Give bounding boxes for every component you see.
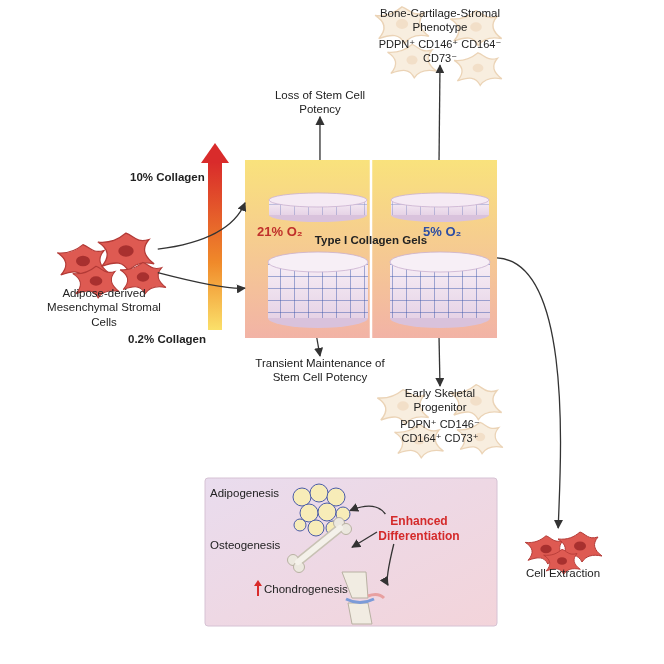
scale-label: 10% Collagen <box>130 171 204 185</box>
node-label: Chondrogenesis <box>264 582 388 596</box>
flow-arrow <box>438 338 440 386</box>
node-label: Transient Maintenance of Stem Cell Poten… <box>248 356 392 385</box>
knee-joint-icon <box>346 599 374 603</box>
collagen-gel <box>269 193 367 207</box>
knee-joint-icon <box>368 594 384 598</box>
collagen-gel <box>268 193 490 328</box>
gel-panel <box>245 160 497 338</box>
flow-arrow <box>497 258 561 528</box>
node-label: Adipogenesis <box>210 486 350 500</box>
adipocyte-icon <box>294 519 306 531</box>
increase-arrow-head <box>254 580 262 586</box>
outcome-text: Loss of Stem Cell Potency <box>262 88 378 117</box>
node-label: 21% O₂ <box>257 224 303 240</box>
collagen-scale-arrow <box>201 143 229 330</box>
differentiation-hub: Enhanced Differentiation <box>377 514 461 544</box>
adipocyte-icon <box>308 520 324 536</box>
scale-label: 0.2% Collagen <box>120 333 206 347</box>
panel-title: Type I Collagen Gels <box>311 234 431 248</box>
gel-panel <box>370 160 373 338</box>
extraction-step: Cell Extraction <box>515 528 611 586</box>
collagen-scale-arrow <box>208 162 222 330</box>
node-label: Early Skeletal Progenitor <box>380 386 500 415</box>
node-label: Enhanced Differentiation <box>377 514 461 544</box>
node-label: Cell Extraction <box>515 566 611 580</box>
marker-list: PDPN⁺ CD146⁻ CD164⁺ CD73⁺ <box>380 418 500 446</box>
flow-arrow <box>350 506 385 514</box>
differentiation-panel <box>205 478 497 626</box>
collagen-gel <box>391 193 489 207</box>
phenotype-cells <box>454 53 502 85</box>
flow-arrow <box>352 532 377 547</box>
bone-icon <box>298 528 340 562</box>
node-label: Bone-Cartilage-Stromal Phenotype <box>376 6 504 35</box>
lineage: Adipogenesis <box>210 482 350 534</box>
knee-joint-icon <box>348 603 372 624</box>
lineage: Osteogenesis <box>210 522 352 568</box>
phenotype-text: Bone-Cartilage-Stromal PhenotypePDPN⁺ CD… <box>376 6 504 65</box>
node-label: Osteogenesis <box>210 538 352 552</box>
flow-arrow <box>317 338 320 356</box>
source-cells: Adipose-derived Mesenchymal Stromal Cell… <box>40 228 168 334</box>
gel-condition: 21% O₂ <box>245 160 371 338</box>
phenotype-text: Early Skeletal ProgenitorPDPN⁺ CD146⁻ CD… <box>380 386 500 445</box>
differentiation-panel <box>205 478 497 626</box>
collagen-gel <box>390 252 490 272</box>
collagen-gel <box>268 252 368 272</box>
flow-arrow <box>319 117 320 160</box>
collagen-scale-arrow <box>201 143 229 163</box>
knee-joint-icon <box>342 572 384 624</box>
marker-list: PDPN⁺ CD146⁺ CD164⁻ CD73⁻ <box>376 38 504 66</box>
flow-arrow <box>158 203 245 249</box>
flow-arrow <box>438 65 440 160</box>
adipocyte-icon <box>318 503 336 521</box>
node-label: Adipose-derived Mesenchymal Stromal Cell… <box>40 286 168 329</box>
lineage: Chondrogenesis <box>252 570 388 624</box>
flow-arrow <box>387 544 394 585</box>
gel-panel <box>245 160 497 338</box>
bone-icon <box>288 518 352 573</box>
node-label: Loss of Stem Cell Potency <box>262 88 378 117</box>
adipocyte-icon <box>293 488 311 506</box>
node-label: 5% O₂ <box>423 224 461 240</box>
flow-arrow <box>158 273 245 289</box>
adipocyte-icon <box>310 484 328 502</box>
outcome-text: Transient Maintenance of Stem Cell Poten… <box>248 356 392 385</box>
phenotype-cells <box>375 7 503 458</box>
gel-condition: 5% O₂ <box>371 160 497 338</box>
bone-icon <box>298 528 340 562</box>
